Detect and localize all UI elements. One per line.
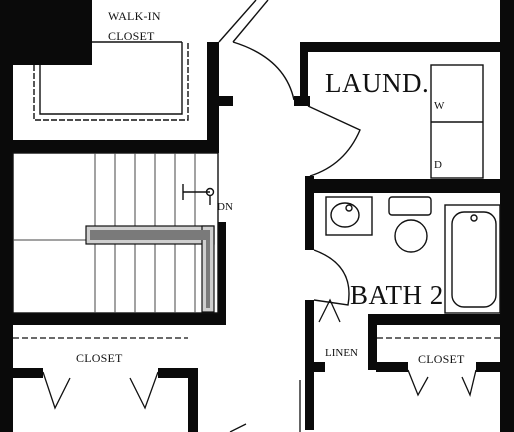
washer-label: W — [434, 100, 445, 112]
wall-laundry-top — [300, 42, 514, 52]
sink-counter — [325, 196, 373, 236]
wall-closet-left-right — [188, 368, 198, 432]
closet-right-label: CLOSET — [418, 352, 465, 366]
closet-details — [13, 298, 500, 432]
bifold-door-left-1 — [42, 371, 71, 410]
wall-laundry-left-top — [300, 52, 308, 106]
hall-diag — [229, 423, 247, 432]
linen-label: LINEN — [325, 347, 358, 359]
sink-basin-icon — [330, 202, 360, 228]
wall-bath-left — [305, 176, 314, 250]
diagonal-top — [218, 0, 257, 43]
wall-stair-bottom — [0, 313, 226, 325]
wall-closet-right-bottom-r — [476, 362, 514, 372]
bathtub-inner — [451, 211, 497, 308]
dryer-label: D — [434, 159, 442, 171]
wall-closet-left-bottom-r — [158, 368, 193, 378]
solid-block — [0, 0, 92, 65]
walkin-shelf-dashed — [33, 42, 189, 121]
wall-closet-right-bottom-l — [376, 362, 408, 372]
door-swing-hall — [232, 41, 295, 101]
door-swing-laundry — [307, 105, 361, 177]
walkin-shelf-inner — [39, 42, 183, 115]
bifold-door-right-2 — [461, 369, 477, 398]
wall-walkin-bottom — [0, 140, 218, 153]
wall-stub-2 — [294, 96, 310, 106]
wall-bath-bottom — [368, 314, 514, 325]
closet-left-label: CLOSET — [76, 351, 123, 365]
wall-linen-bottom — [305, 362, 325, 372]
wall-walkin-right — [207, 42, 219, 153]
bifold-door-left-2 — [129, 371, 159, 410]
linen-door — [318, 298, 341, 323]
down-arrow-icon — [182, 184, 215, 205]
walk-in-closet-label-line1: WALK-IN — [108, 9, 161, 23]
wall-laundry-bottom — [305, 179, 514, 193]
laundry-label: LAUND. — [325, 68, 430, 98]
wall-stair-right — [218, 222, 226, 322]
wall-linen-right — [368, 314, 377, 370]
bathtub-drain — [470, 214, 478, 222]
toilet-bowl-icon — [394, 219, 428, 253]
bath-fixtures — [313, 196, 501, 314]
door-swing-bath — [313, 249, 350, 306]
diagonal-top-2 — [232, 0, 269, 43]
wall-closet-left-bottom-l — [13, 368, 43, 378]
bifold-door-right-1 — [407, 369, 429, 397]
stair-direction-label: DN — [217, 201, 233, 213]
toilet-tank — [388, 196, 432, 216]
bathtub-outer — [444, 204, 501, 314]
bath-2-label: BATH 2 — [350, 280, 444, 310]
stair-rail — [85, 225, 215, 313]
wall-stub-1 — [219, 96, 233, 106]
wall-left-lower — [0, 325, 13, 432]
walk-in-closet-label-line2: CLOSET — [108, 29, 155, 43]
sink-drain — [345, 204, 353, 212]
